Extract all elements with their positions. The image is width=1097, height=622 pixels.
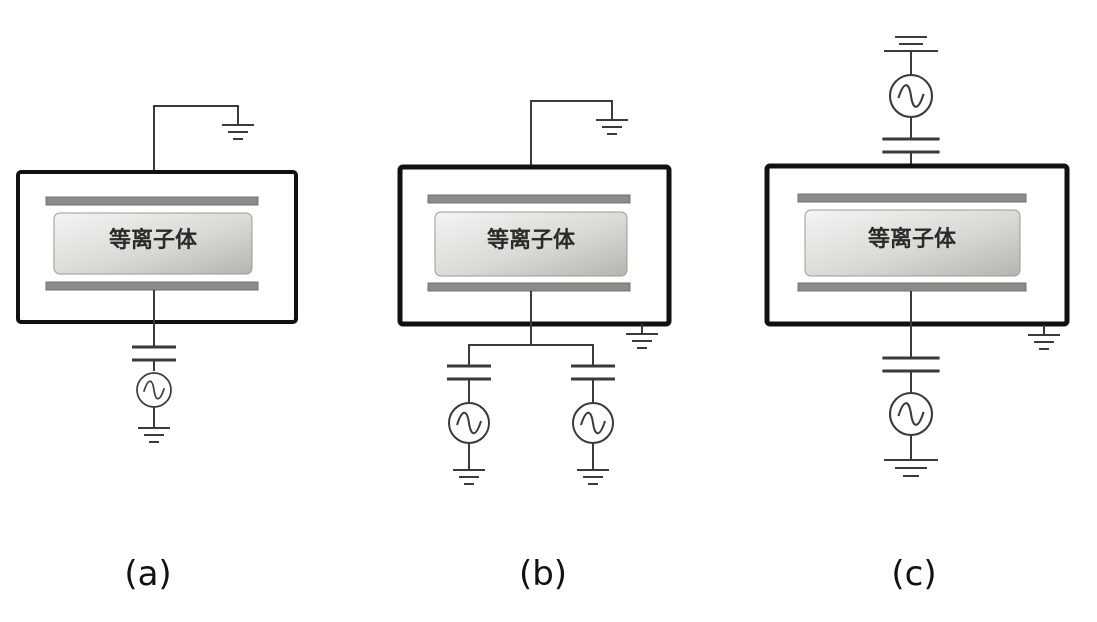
top-wire — [153, 105, 239, 197]
ac-source-icon — [888, 391, 934, 437]
bottom-electrode — [797, 282, 1027, 292]
top-electrode — [797, 193, 1027, 203]
ac-source-icon — [572, 402, 614, 444]
capacitor-icon — [880, 137, 942, 154]
bottom-electrode — [427, 282, 631, 292]
ground-icon — [595, 109, 629, 135]
plasma-label: 等离子体 — [109, 227, 198, 253]
panel-a: 等离子体 (a) — [16, 105, 298, 594]
plasma-region — [804, 209, 1021, 277]
ground-icon — [1027, 324, 1061, 350]
panel-caption: (a) — [124, 554, 171, 594]
plasma-region — [434, 211, 628, 277]
plasma-region — [53, 212, 253, 275]
plasma-label: 等离子体 — [868, 226, 957, 252]
bottom-wire — [468, 291, 532, 366]
capacitor-icon — [130, 345, 178, 362]
ground-icon — [137, 417, 171, 443]
plasma-label: 等离子体 — [487, 227, 576, 253]
ground-icon — [452, 459, 486, 485]
ground-icon — [625, 323, 659, 349]
top-electrode — [427, 194, 631, 204]
capacitor-icon — [569, 364, 617, 381]
capacitor-icon — [445, 364, 493, 381]
panel-caption: (c) — [891, 554, 936, 594]
ground-icon — [884, 36, 938, 52]
bottom-electrode — [45, 281, 259, 291]
ground-icon — [576, 459, 610, 485]
panel-b: 等离子体 (b) — [397, 100, 672, 594]
ac-source-icon — [136, 372, 172, 408]
panel-caption: (b) — [519, 554, 567, 594]
ground-icon — [884, 455, 938, 477]
ac-source-icon — [448, 402, 490, 444]
top-electrode — [45, 196, 259, 206]
panel-c: 等离子体 (c) — [764, 36, 1070, 594]
ground-icon — [221, 114, 255, 140]
capacitor-icon — [880, 356, 942, 373]
bottom-wire — [531, 344, 594, 366]
top-wire — [530, 100, 613, 195]
ac-source-icon — [888, 73, 934, 119]
